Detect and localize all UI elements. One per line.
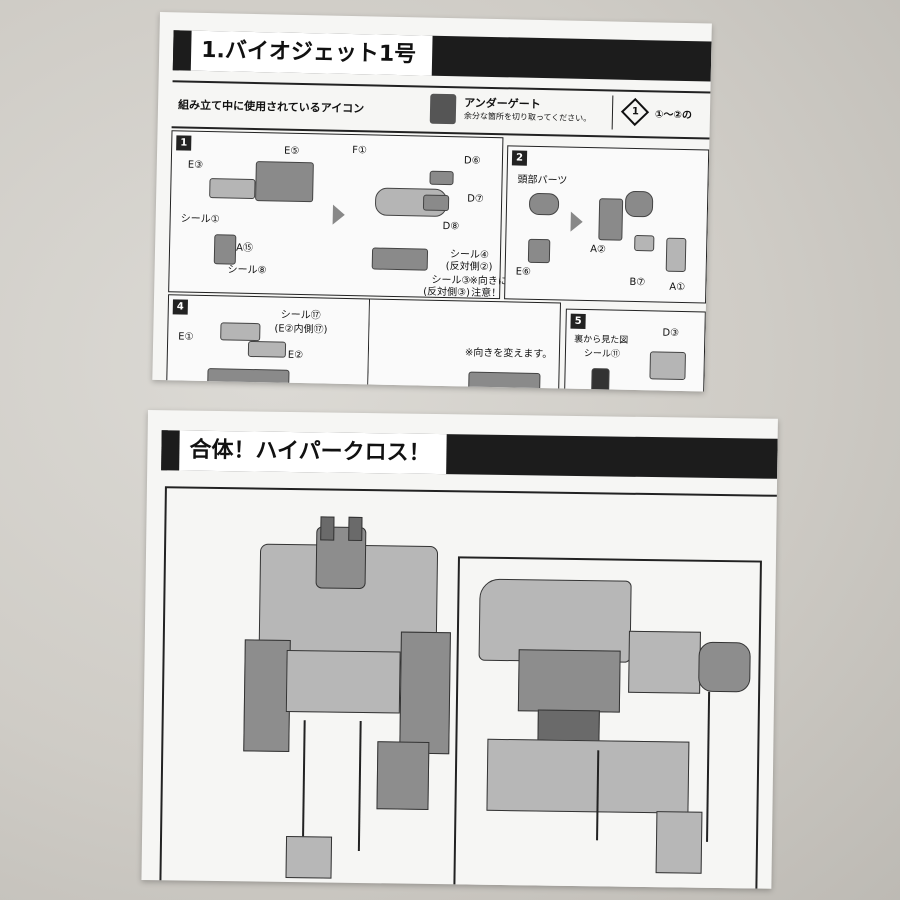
jet-tail-part — [655, 811, 703, 874]
step-number: 4 — [172, 299, 188, 315]
section-title: 合体！ハイパークロス！ — [179, 430, 447, 475]
robot-waist — [285, 649, 401, 714]
part-label: A⑮ — [235, 242, 254, 254]
part-d7 — [422, 194, 450, 212]
step-number: 2 — [511, 150, 528, 166]
part-label: E③ — [187, 159, 204, 171]
robot-arm-left — [243, 639, 291, 753]
part-e2 — [247, 340, 287, 358]
section-title-bar: 1.バイオジェット1号 — [172, 30, 712, 82]
part-jet-base — [371, 247, 429, 271]
leader-line — [357, 720, 362, 852]
section-title: 1.バイオジェット1号 — [190, 30, 433, 76]
jet-lower-hull — [486, 738, 690, 814]
step-2-panel: 2 頭部パーツ E⑥ A② B⑦ A① — [504, 145, 710, 304]
part-label: E⑤ — [283, 145, 300, 157]
part-label: B⑦ — [629, 276, 646, 289]
instruction-sheet-bottom: 合体！ハイパークロス！ — [141, 410, 778, 889]
part-d6 — [429, 170, 454, 186]
step-4-panel: 4 シール⑰ (E②内側⑰) E① E② — [166, 294, 371, 392]
part-label: (反対側③) — [423, 286, 471, 299]
part-label: A① — [669, 281, 686, 294]
part-base-preview — [207, 368, 290, 392]
part-a1 — [665, 237, 687, 273]
step-5-panel: 5 裏から見た図 シール⑪ D③ — [564, 308, 706, 392]
icon-legend-label: 組み立て中に使用されているアイコン — [177, 98, 365, 116]
part-label: (E②内側⑰) — [274, 323, 328, 336]
robot-arm-right — [399, 631, 451, 755]
part-label: E① — [178, 331, 194, 343]
step-arrow-icon — [570, 211, 583, 232]
icon-legend-bar: 組み立て中に使用されているアイコン アンダーゲート 余分な箇所を切り取ってくださ… — [171, 80, 712, 140]
part-label: 注意！ — [471, 287, 502, 300]
part-label: シール⑪ — [583, 348, 621, 360]
leader-line — [706, 691, 711, 842]
jet-fist-part — [698, 641, 751, 693]
under-gate-icon — [429, 93, 457, 125]
step-arrow-icon — [332, 204, 346, 225]
under-gate-description: 余分な箇所を切り取ってください。 — [463, 111, 592, 124]
robot-leg-part — [285, 835, 333, 879]
step-diamond-number: 1 — [631, 105, 639, 118]
under-gate-name: アンダーゲート — [464, 96, 541, 111]
part-label: E⑥ — [515, 266, 532, 278]
part-rear-view — [591, 368, 610, 392]
part-label: 頭部パーツ — [517, 174, 568, 187]
part-label: F① — [352, 145, 367, 157]
jet-body — [517, 649, 621, 713]
instruction-sheet-top: 1.バイオジェット1号 組み立て中に使用されているアイコン アンダーゲート 余分… — [152, 12, 712, 392]
jet-detail-frame — [453, 556, 762, 889]
orientation-note: ※向きを変えます。 — [464, 347, 553, 361]
part-label: D③ — [662, 327, 680, 339]
step-number: 5 — [570, 313, 586, 329]
step-order-note: ①～②の — [654, 109, 692, 122]
part-a2 — [598, 198, 624, 241]
part-label: A② — [590, 244, 607, 256]
part-head-top — [624, 190, 654, 218]
step-4-continued-panel: ※向きを変えます。 — [368, 298, 562, 392]
rear-view-label: 裏から見た図 — [574, 334, 629, 346]
part-head — [528, 192, 560, 216]
part-label: E② — [287, 349, 304, 362]
robot-head-fin-left — [320, 516, 335, 541]
part-label: D⑧ — [442, 220, 460, 233]
section-title-bar: 合体！ハイパークロス！ — [161, 430, 778, 479]
part-e5 — [255, 161, 314, 203]
part-b7 — [634, 234, 655, 252]
jet-engine-block — [628, 630, 701, 694]
part-e3 — [209, 178, 256, 200]
part-e1 — [220, 322, 261, 342]
part-label: シール① — [180, 213, 220, 226]
robot-head-fin-right — [348, 516, 363, 542]
part-base-preview — [468, 371, 541, 392]
part-e6 — [527, 238, 551, 264]
part-d3 — [649, 351, 686, 381]
step-1-panel: 1 E③ E⑤ シール① A⑮ シール⑧ F① D⑥ D⑦ D⑧ シール④ (反… — [168, 130, 508, 300]
part-label: D⑥ — [463, 155, 481, 167]
leader-line — [301, 720, 306, 851]
step-order-legend: 1 ①～②の — [611, 95, 712, 132]
step-diamond-icon: 1 — [620, 97, 650, 127]
part-label: D⑦ — [467, 193, 484, 205]
step-number: 1 — [176, 135, 192, 151]
part-a15 — [213, 234, 237, 265]
robot-fist — [376, 741, 430, 810]
